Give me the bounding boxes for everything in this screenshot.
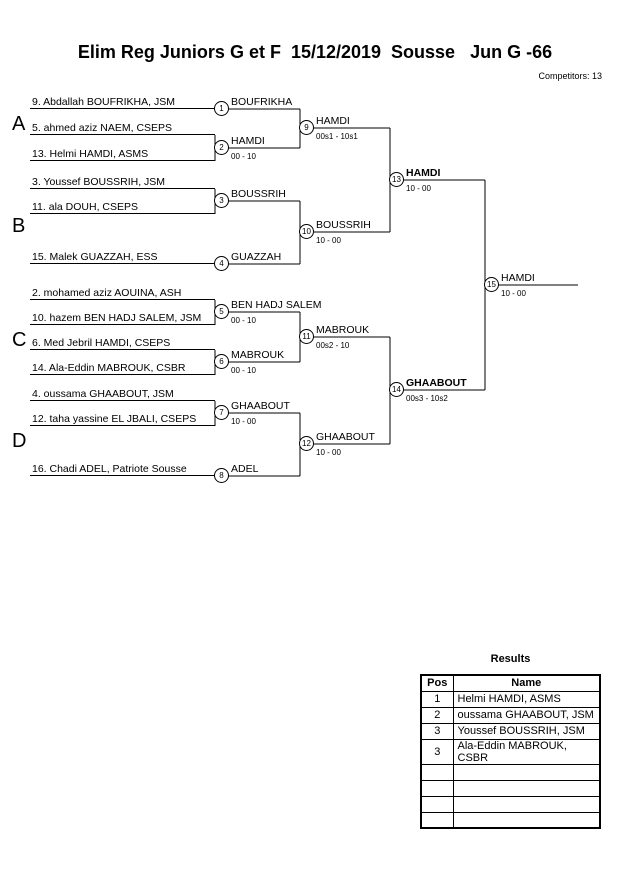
match-score: 10 - 00	[316, 448, 341, 457]
result-pos	[420, 763, 454, 781]
pool-label-b: B	[12, 215, 26, 237]
results-title: Results	[490, 653, 531, 665]
result-name: Helmi HAMDI, ASMS	[452, 690, 601, 708]
results-row: 1 Helmi HAMDI, ASMS	[420, 690, 601, 708]
results-panel: Results Pos Name 1 Helmi HAMDI, ASMS 2 o…	[420, 653, 601, 829]
result-pos	[420, 779, 454, 797]
match-score: 10 - 00	[316, 236, 341, 245]
match-winner-label: GUAZZAH	[231, 251, 282, 263]
match-circle: 8	[214, 468, 229, 483]
competitor-entry: 10. hazem BEN HADJ SALEM, JSM	[30, 311, 215, 325]
match-circle: 11	[299, 329, 314, 344]
match-circle: 9	[299, 120, 314, 135]
result-name	[452, 811, 601, 829]
results-row	[420, 795, 601, 813]
result-name: oussama GHAABOUT, JSM	[452, 706, 601, 724]
match-13-connector	[389, 128, 485, 232]
pool-label-c: C	[12, 329, 27, 351]
results-row	[420, 811, 601, 829]
results-row	[420, 779, 601, 797]
match-circle: 12	[299, 436, 314, 451]
match-score: 10 - 00	[501, 289, 526, 298]
competitor-entry: 2. mohamed aziz AOUINA, ASH	[30, 286, 215, 300]
match-14-connector	[389, 337, 485, 444]
match-winner-label: BOUFRIKHA	[231, 96, 293, 108]
match-score: 00s3 - 10s2	[406, 394, 448, 403]
competitor-entry: 11. ala DOUH, CSEPS	[30, 200, 215, 214]
competitor-entry: 13. Helmi HAMDI, ASMS	[30, 147, 215, 161]
result-name	[452, 795, 601, 813]
match-circle: 13	[389, 172, 404, 187]
match-winner-label: GHAABOUT	[316, 431, 375, 443]
match-winner-label: HAMDI	[231, 135, 265, 147]
match-winner-label: MABROUK	[316, 324, 370, 336]
match-score: 00 - 10	[231, 152, 256, 161]
result-pos: 1	[420, 690, 454, 708]
match-winner-label: HAMDI	[316, 115, 350, 127]
pool-label-d: D	[12, 430, 27, 452]
match-circle: 15	[484, 277, 499, 292]
competitor-entry: 3. Youssef BOUSSRIH, JSM	[30, 175, 215, 189]
results-row: 3 Youssef BOUSSRIH, JSM	[420, 722, 601, 740]
match-circle: 6	[214, 354, 229, 369]
competitor-entry: 14. Ala-Eddin MABROUK, CSBR	[30, 361, 215, 375]
match-score: 00s1 - 10s1	[316, 132, 358, 141]
match-winner-label: GHAABOUT	[231, 400, 290, 412]
match-circle: 3	[214, 193, 229, 208]
match-circle: 14	[389, 382, 404, 397]
match-winner-label: BOUSSRIH	[316, 219, 371, 231]
result-name	[452, 779, 601, 797]
pool-label-a: A	[12, 113, 26, 135]
match-score: 10 - 00	[406, 184, 431, 193]
results-table: Pos Name 1 Helmi HAMDI, ASMS 2 oussama G…	[420, 674, 601, 829]
match-winner-label: HAMDI	[501, 272, 535, 284]
result-pos: 3	[420, 738, 454, 765]
match-circle: 2	[214, 140, 229, 155]
page-title: Elim Reg Juniors G et F 15/12/2019 Souss…	[77, 42, 553, 62]
result-name	[452, 763, 601, 781]
competitor-entry: 16. Chadi ADEL, Patriote Sousse	[30, 462, 215, 476]
competitor-entry: 12. taha yassine EL JBALI, CSEPS	[30, 412, 215, 426]
results-row	[420, 763, 601, 781]
results-row: 2 oussama GHAABOUT, JSM	[420, 706, 601, 724]
results-col-pos: Pos	[420, 674, 454, 692]
match-circle: 7	[214, 405, 229, 420]
match-winner-label: MABROUK	[231, 349, 285, 361]
match-circle: 5	[214, 304, 229, 319]
competitors-count: Competitors: 13	[538, 71, 602, 81]
competitor-entry: 9. Abdallah BOUFRIKHA, JSM	[30, 95, 215, 109]
competitor-entry: 15. Malek GUAZZAH, ESS	[30, 250, 215, 264]
match-circle: 1	[214, 101, 229, 116]
match-winner-label: HAMDI	[406, 167, 441, 179]
result-name: Ala-Eddin MABROUK, CSBR	[452, 738, 601, 765]
results-header-row: Pos Name	[420, 674, 601, 692]
result-pos	[420, 811, 454, 829]
match-circle: 4	[214, 256, 229, 271]
result-pos	[420, 795, 454, 813]
match-score: 00 - 10	[231, 366, 256, 375]
match-circle: 10	[299, 224, 314, 239]
results-col-name: Name	[452, 674, 601, 692]
competitor-entry: 4. oussama GHAABOUT, JSM	[30, 387, 215, 401]
match-score: 00s2 - 10	[316, 341, 350, 350]
match-winner-label: ADEL	[231, 463, 259, 475]
match-score: 10 - 00	[231, 417, 256, 426]
result-pos: 3	[420, 722, 454, 740]
results-row: 3 Ala-Eddin MABROUK, CSBR	[420, 738, 601, 765]
competitor-entry: 6. Med Jebril HAMDI, CSEPS	[30, 336, 215, 350]
competitor-entry: 5. ahmed aziz NAEM, CSEPS	[30, 121, 215, 135]
match-winner-label: BEN HADJ SALEM	[231, 299, 322, 311]
match-score: 00 - 10	[231, 316, 256, 325]
result-name: Youssef BOUSSRIH, JSM	[452, 722, 601, 740]
match-winner-label: GHAABOUT	[406, 377, 467, 389]
result-pos: 2	[420, 706, 454, 724]
match-winner-label: BOUSSRIH	[231, 188, 286, 200]
